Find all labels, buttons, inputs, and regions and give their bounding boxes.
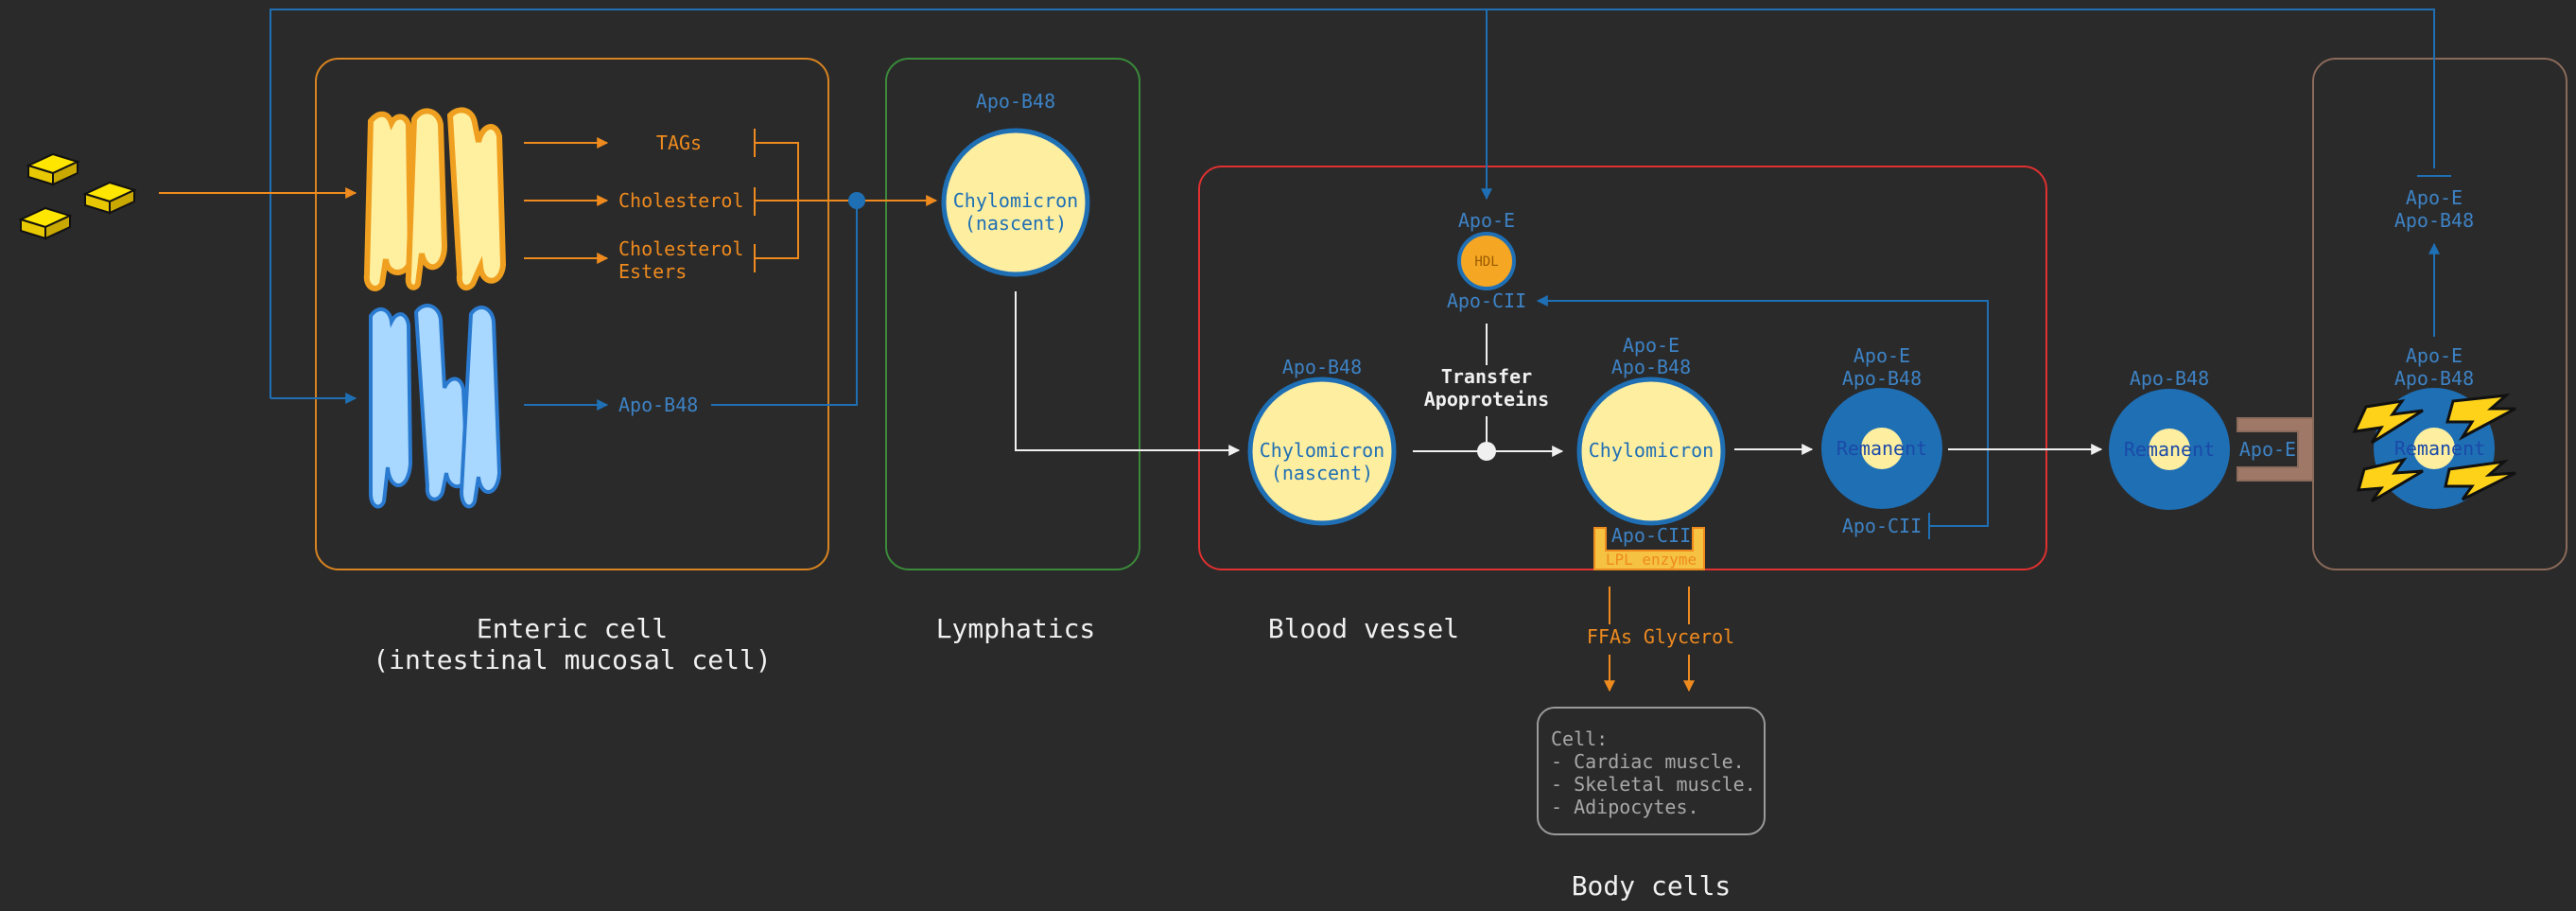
dietary-fat-icon: [18, 152, 137, 240]
tags-label: TAGs: [656, 131, 702, 154]
hdl-particle: [1457, 232, 1516, 290]
receptor-apo-e-label: Apo-E: [2239, 438, 2296, 461]
lymphatics-box: [885, 58, 1140, 570]
mature-apo-cii-label: Apo-CII: [1611, 524, 1691, 547]
blood-remnant-apo-b48-label: Apo-B48: [1842, 367, 1922, 390]
blood-vessel-title: Blood vessel: [1268, 613, 1459, 644]
blood-nascent-label-2: (nascent): [1271, 462, 1373, 484]
ffas-label: FFAs: [1587, 625, 1632, 648]
blood-remnant-core: [1861, 428, 1903, 469]
blood-nascent-label-1: Chylomicron: [1260, 439, 1384, 462]
enteric-title-1: Enteric cell: [477, 613, 668, 644]
transfer-label-2: Apoproteins: [1424, 388, 1549, 411]
enteric-cell-box: [315, 58, 829, 570]
transfer-junction-dot: [1477, 442, 1496, 461]
liver-remnant-label: Remanent: [2394, 437, 2485, 460]
hepatic-receptor: [2237, 417, 2314, 482]
glycerol-label: Glycerol: [1644, 625, 1734, 648]
lymph-apo-b48-label: Apo-B48: [976, 90, 1055, 113]
hdl-label: HDL: [1474, 254, 1498, 270]
apo-b48-to-junction: [711, 201, 858, 406]
outside-remnant-apo-b48-label: Apo-B48: [2130, 367, 2209, 390]
liver-top-apo-b48-label: Apo-B48: [2394, 209, 2474, 232]
blood-remnant-apo-cii-label: Apo-CII: [1842, 515, 1922, 537]
cholesterol-label: Cholesterol: [618, 189, 743, 212]
lpl-enzyme: [1593, 527, 1705, 570]
body-cell-line-3: - Skeletal muscle.: [1551, 773, 1756, 796]
blood-remnant-apo-e-label: Apo-E: [1854, 344, 1910, 367]
feedback-line: [270, 9, 2435, 398]
assembly-bracket: [754, 129, 938, 272]
mature-apo-e-label: Apo-E: [1623, 334, 1680, 357]
liver-top-apo-e-label: Apo-E: [2406, 186, 2463, 209]
liver-remnant-core: [2413, 428, 2455, 469]
lymph-to-blood-arrow: [1015, 291, 1241, 456]
body-cell-line-2: - Cardiac muscle.: [1551, 750, 1745, 773]
lymphatics-title: Lymphatics: [936, 613, 1096, 644]
body-cell-box: [1537, 707, 1766, 835]
blood-nascent-chylomicron: [1247, 377, 1397, 526]
body-cell-line-1: Cell:: [1551, 727, 1608, 750]
degradation-lightning-icon: [2352, 394, 2516, 503]
outside-remnant-label: Remanent: [2124, 438, 2215, 461]
liver-box: [2312, 58, 2567, 570]
blood-nascent-apo-label: Apo-B48: [1282, 356, 1362, 378]
lymph-chylomicron-particle: [941, 128, 1090, 277]
outside-remnant-core: [2149, 429, 2190, 470]
lymph-chylo-label-1: Chylomicron: [953, 189, 1078, 212]
mature-chylomicron: [1576, 377, 1726, 526]
lpl-enzyme-label: LPL enzyme: [1606, 551, 1697, 569]
blue-villi-icon: [369, 304, 502, 509]
orange-villi-icon: [363, 107, 507, 291]
lymph-chylo-label-2: (nascent): [965, 212, 1067, 235]
liver-low-apo-b48-label: Apo-B48: [2394, 367, 2474, 390]
chol-esters-label-2: Esters: [618, 260, 687, 283]
blood-remnant-label: Remanent: [1836, 437, 1927, 460]
body-cell-line-4: - Adipocytes.: [1551, 796, 1699, 818]
mature-chylomicron-label: Chylomicron: [1589, 439, 1714, 462]
mature-apo-b48-label: Apo-B48: [1611, 356, 1691, 378]
hdl-apo-e-label: Apo-E: [1458, 209, 1515, 232]
enteric-apo-b48-label: Apo-B48: [618, 394, 698, 416]
enteric-title-2: (intestinal mucosal cell): [373, 644, 771, 675]
hdl-apo-cii-label: Apo-CII: [1447, 289, 1526, 312]
liver-low-apo-e-label: Apo-E: [2406, 344, 2463, 367]
transfer-label-1: Transfer: [1441, 365, 1532, 388]
apo-cii-return-line: [1536, 295, 1989, 527]
body-cells-title: Body cells: [1572, 870, 1732, 902]
chol-esters-label-1: Cholesterol: [618, 237, 743, 260]
